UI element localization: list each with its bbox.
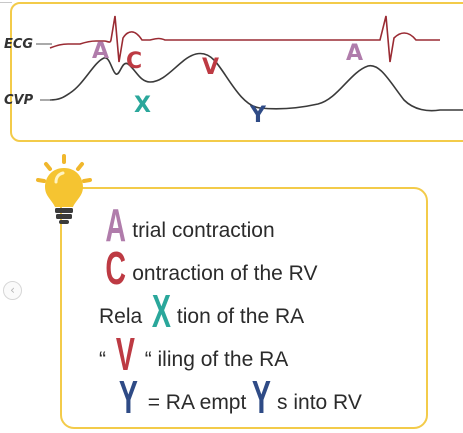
ecg-trace — [49, 15, 440, 63]
chevron-left-icon[interactable]: ‹ — [3, 281, 22, 300]
legend-letter-v: V — [115, 328, 135, 380]
wave-letter-x: X — [134, 93, 151, 118]
top-divider — [0, 2, 12, 3]
legend-row-a: A trial contraction — [99, 199, 275, 251]
legend-text-c: ontraction of the RV — [132, 262, 318, 285]
legend-row-v: “ V “ iling of the RA — [99, 328, 289, 380]
waveform-diagram: ECG CVP A C V X Y A — [4, 15, 463, 128]
legend-mid-y: = RA empt — [147, 391, 247, 414]
legend-text-v: “ iling of the RA — [144, 348, 289, 371]
legend-letter-y: Y — [118, 371, 138, 423]
legend-text-y: s into RV — [277, 391, 362, 414]
legend-text-a: trial contraction — [132, 219, 275, 242]
cvp-trace — [49, 52, 463, 112]
ecg-label: ECG — [4, 37, 33, 52]
legend-row-y: Y = RA empt Y s into RV — [113, 371, 362, 423]
wave-letter-a: A — [92, 39, 109, 64]
cvp-label: CVP — [4, 93, 34, 108]
legend-letter-x: X — [152, 285, 172, 337]
legend-row-x: Rela X tion of the RA — [99, 285, 305, 337]
wave-letter-v: V — [202, 55, 219, 80]
legend-letter-c: C — [105, 242, 126, 294]
wave-letter-c: C — [126, 49, 142, 74]
lightbulb-icon — [36, 154, 92, 224]
legend-panel — [60, 187, 428, 429]
legend-pre-x: Rela — [99, 305, 143, 328]
wave-letter-y: Y — [249, 103, 267, 128]
legend-letter-y-2: Y — [252, 371, 272, 423]
legend-letter-a: A — [105, 199, 126, 251]
wave-letter-a-2: A — [346, 41, 363, 66]
legend-pre-v: “ — [99, 348, 106, 371]
legend-text-x: tion of the RA — [176, 305, 305, 328]
legend-row-c: C ontraction of the RV — [99, 242, 318, 294]
